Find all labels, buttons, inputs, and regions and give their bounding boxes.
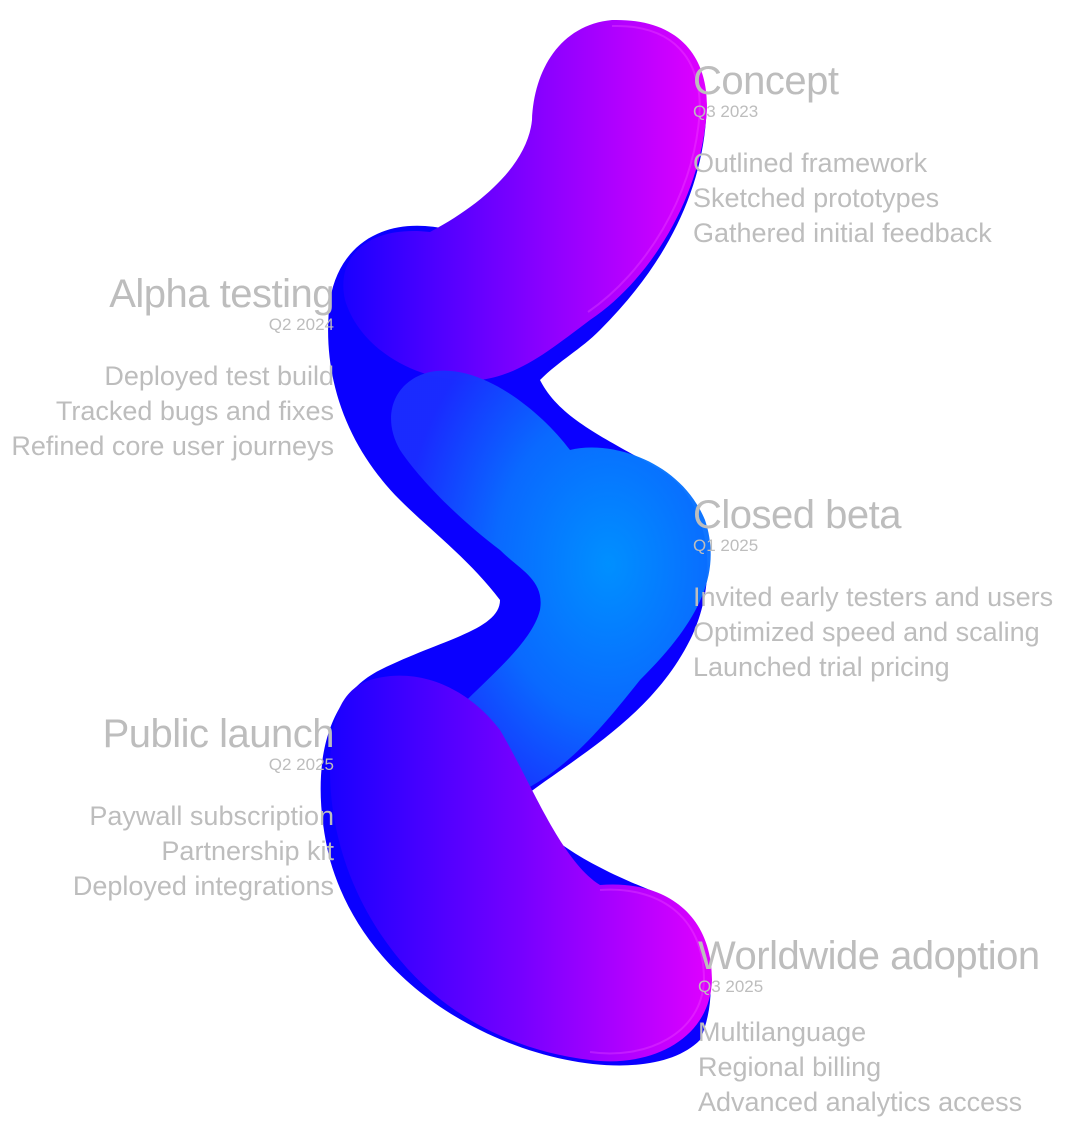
ribbon-segment-bottom <box>330 675 712 1062</box>
milestone-title: Worldwide adoption <box>698 934 1040 978</box>
milestone-item: Sketched prototypes <box>693 183 940 213</box>
milestone-item: Regional billing <box>698 1052 882 1082</box>
milestone-item: Launched trial pricing <box>693 652 950 682</box>
milestone-title: Closed beta <box>693 493 901 537</box>
ribbon-segment-middle <box>391 370 711 802</box>
milestone-closed-beta: Closed beta Q1 2025 Invited early tester… <box>693 494 1053 685</box>
milestone-date: Q1 2025 <box>693 536 759 555</box>
milestone-item: Deployed test build <box>104 361 334 391</box>
milestone-items: Outlined framework Sketched prototypes G… <box>693 146 992 251</box>
milestone-item: Multilanguage <box>698 1017 867 1047</box>
milestone-alpha-testing: Alpha testing Q2 2024 Deployed test buil… <box>11 273 334 464</box>
milestone-item: Deployed integrations <box>72 871 334 901</box>
milestone-date: Q2 2024 <box>268 315 334 334</box>
milestone-public-launch: Public launch Q2 2025 Paywall subscripti… <box>73 712 335 904</box>
milestone-title: Public launch <box>102 712 335 756</box>
milestone-item: Refined core user journeys <box>11 431 334 461</box>
milestone-item: Gathered initial feedback <box>693 218 992 248</box>
milestone-title: Concept <box>693 59 839 103</box>
milestone-item: Invited early testers and users <box>693 582 1054 612</box>
milestone-date: Q2 2025 <box>268 755 334 774</box>
milestone-item: Advanced analytics access <box>698 1087 1023 1117</box>
milestone-concept: Concept Q3 2023 Outlined framework Sketc… <box>693 60 992 251</box>
milestone-items: Deployed test build Tracked bugs and fix… <box>11 359 334 464</box>
milestone-worldwide-adoption: Worldwide adoption Q3 2025 Multilanguage… <box>698 935 1040 1120</box>
milestone-title: Alpha testing <box>109 272 334 316</box>
milestone-items: Invited early testers and users Optimize… <box>693 580 1053 685</box>
ribbon-segment-top <box>343 19 707 381</box>
milestone-item: Optimized speed and scaling <box>693 617 1040 647</box>
milestone-item: Outlined framework <box>693 148 928 178</box>
milestone-item: Partnership kit <box>161 836 334 866</box>
milestone-items: Paywall subscription Partnership kit Dep… <box>73 799 334 904</box>
ribbon-contours <box>587 24 706 1055</box>
milestone-date: Q3 2023 <box>693 102 759 121</box>
milestone-date: Q3 2025 <box>698 977 764 996</box>
milestone-item: Tracked bugs and fixes <box>55 396 334 426</box>
milestone-item: Paywall subscription <box>89 801 334 831</box>
milestone-items: Multilanguage Regional billing Advanced … <box>698 1015 1040 1120</box>
